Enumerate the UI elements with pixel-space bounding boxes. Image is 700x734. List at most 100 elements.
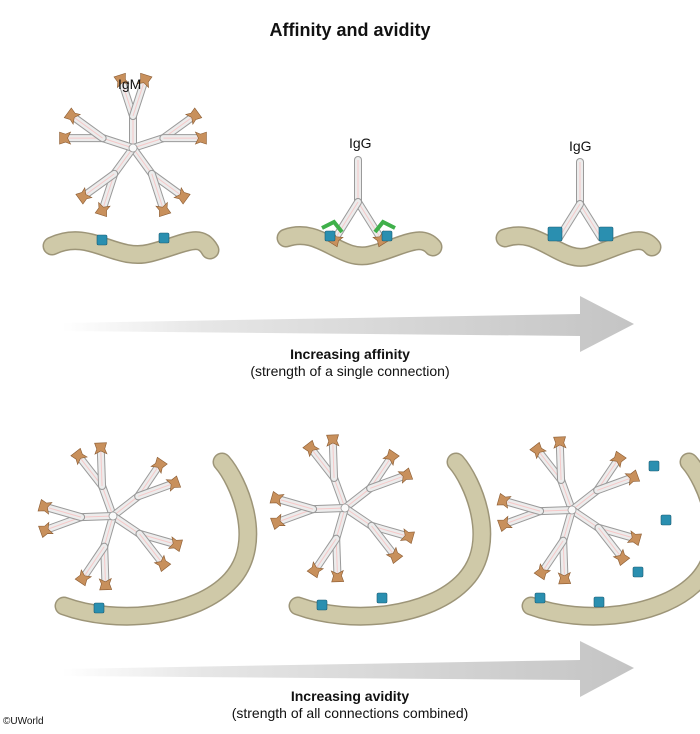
igm-top-unit-2-fab-tip [184,107,203,125]
low-affinity-fab-1 [321,219,344,234]
epitope-2a [324,230,336,242]
igm-bottom-1-unit-5-fab-tip [38,521,54,538]
igm-bottom-3-unit-3 [568,506,642,566]
igm-bottom-1-unit-3-fab-tip [153,554,172,572]
igm-top-unit-2-fab-tip [194,131,207,145]
igm-bottom-2-unit-5-fab-tip [270,513,286,530]
igm-top-unit-5-fab-tip [63,107,82,125]
igm-bottom-3-unit-3-fab-tip [612,548,631,566]
igm-bottom-2-unit-1-fab-tip [302,439,320,458]
igm-bottom-2-unit-3-fab-tip [399,528,415,544]
igm-bottom-2-unit-5-fab-tip [269,491,285,507]
igm-bottom-3-unit-5-fab-tip [497,515,513,532]
epitope-6e [648,460,660,472]
igm-bottom-1-unit-5-fab-tip [37,499,53,515]
igm-bottom-1-unit-3-fab-tip [167,536,183,552]
epitope-6b [593,596,605,608]
igm-bottom-2-unit-2-fab-tip [397,467,414,484]
epitope-6d [660,514,672,526]
igm-bottom-2-unit-3-fab-tip [385,546,404,564]
igm-top-unit-3 [129,144,191,218]
igm-bottom-3-unit-4 [533,506,576,585]
avidity-caption: Increasing avidity (strength of all conn… [0,688,700,722]
igm-bottom-3-unit-5 [496,493,576,532]
affinity-arrow [62,296,634,352]
epitope-5a [316,599,328,611]
avidity-subheading: (strength of all connections combined) [231,705,469,721]
avidity-arrow [62,641,634,697]
igg-2 [554,158,606,242]
avidity-heading: Increasing avidity [290,688,410,704]
igm-bottom-2-unit-4-fab-tip [306,561,325,579]
igm-bottom-1-unit-4-fab-tip [74,569,93,587]
igm-bottom-1-unit-5 [37,499,117,538]
epitope-1b [158,232,170,244]
igm-bottom-1-unit-2-fab-tip [150,456,168,474]
igg-1 [326,156,390,248]
antigen-6 [523,454,700,625]
igm-bottom-2-unit-3 [341,504,415,564]
igm-bottom-3-unit-5-fab-tip [496,493,512,509]
epitope-2b [381,230,393,242]
igg-label-2: IgG [569,138,592,154]
epitope-3a [547,226,563,242]
igm-bottom-2-unit-1 [302,434,349,512]
antigen-5 [290,454,490,625]
igm-bottom-3-unit-3-fab-tip [626,530,642,546]
epitope-1a [96,234,108,246]
igm-bottom-3-unit-2-fab-tip [609,450,627,468]
igm-bottom-2-unit-4-fab-tip [330,569,345,583]
igm-bottom-3-unit-1-fab-tip [529,441,547,460]
epitope-3b [598,226,614,242]
igm-bottom-3-unit-1 [529,436,576,514]
igm-bottom-2-unit-2 [341,448,414,512]
igm-top-unit-4-fab-tip [75,187,93,205]
igm-bottom-1-unit-3 [109,512,183,572]
low-affinity-fab-2 [373,219,396,234]
igm-bottom-1-unit-1 [70,442,117,520]
antigen-2 [278,227,441,264]
igm-top-unit-5-fab-tip [59,131,72,145]
igm-bottom-1-unit-4-fab-tip [98,577,113,591]
igm-bottom-3-unit-4-fab-tip [557,571,572,585]
igg-label-1: IgG [349,135,372,151]
igm-bottom-2-unit-1-fab-tip [326,434,340,447]
antigen-3 [497,227,660,266]
igm-top-j-chain [128,143,138,153]
igm-bottom-1-j-chain [108,511,118,521]
igm-top-unit-3-fab-tip [173,187,191,205]
igm-label: IgM [118,76,142,92]
igm-bottom-2-j-chain [340,503,350,513]
igm-bottom-2-unit-2-fab-tip [382,448,400,466]
epitope-4a [93,602,105,614]
igm-top-unit-4-fab-tip [94,201,111,218]
igm-bottom-1-unit-2-fab-tip [165,475,182,492]
affinity-caption: Increasing affinity (strength of a singl… [0,346,700,380]
igm-top-unit-1 [113,72,153,152]
igm-bottom-3-unit-1-fab-tip [553,436,567,449]
igm-bottom-1-unit-2 [109,456,182,520]
igm-top-unit-2 [129,107,207,152]
epitope-6c [632,566,644,578]
affinity-heading: Increasing affinity [290,346,410,362]
igm-bottom-1-unit-4 [74,512,117,591]
igm-bottom-2-unit-5 [269,491,349,530]
epitope-6a [534,592,546,604]
igm-bottom-1-unit-1-fab-tip [70,447,88,466]
igm-top-unit-1-fab-tip [113,72,130,89]
affinity-subheading: (strength of a single connection) [250,363,450,379]
antigen-4 [56,454,256,625]
igm-bottom-2-unit-4 [306,504,349,583]
igm-top-unit-5 [59,107,137,152]
igm-top-unit-3-fab-tip [155,201,172,218]
igm-bottom-3-unit-4-fab-tip [533,563,552,581]
copyright: ©UWorld [3,716,44,727]
igm-top-unit-4 [75,144,137,218]
igm-bottom-1-unit-1-fab-tip [94,442,108,455]
igm-bottom-3-unit-2 [568,450,641,514]
diagram-title: Affinity and avidity [269,20,431,40]
igm-top-unit-1-fab-tip [136,72,153,89]
epitope-5b [376,592,388,604]
igm-bottom-3-j-chain [567,505,577,515]
